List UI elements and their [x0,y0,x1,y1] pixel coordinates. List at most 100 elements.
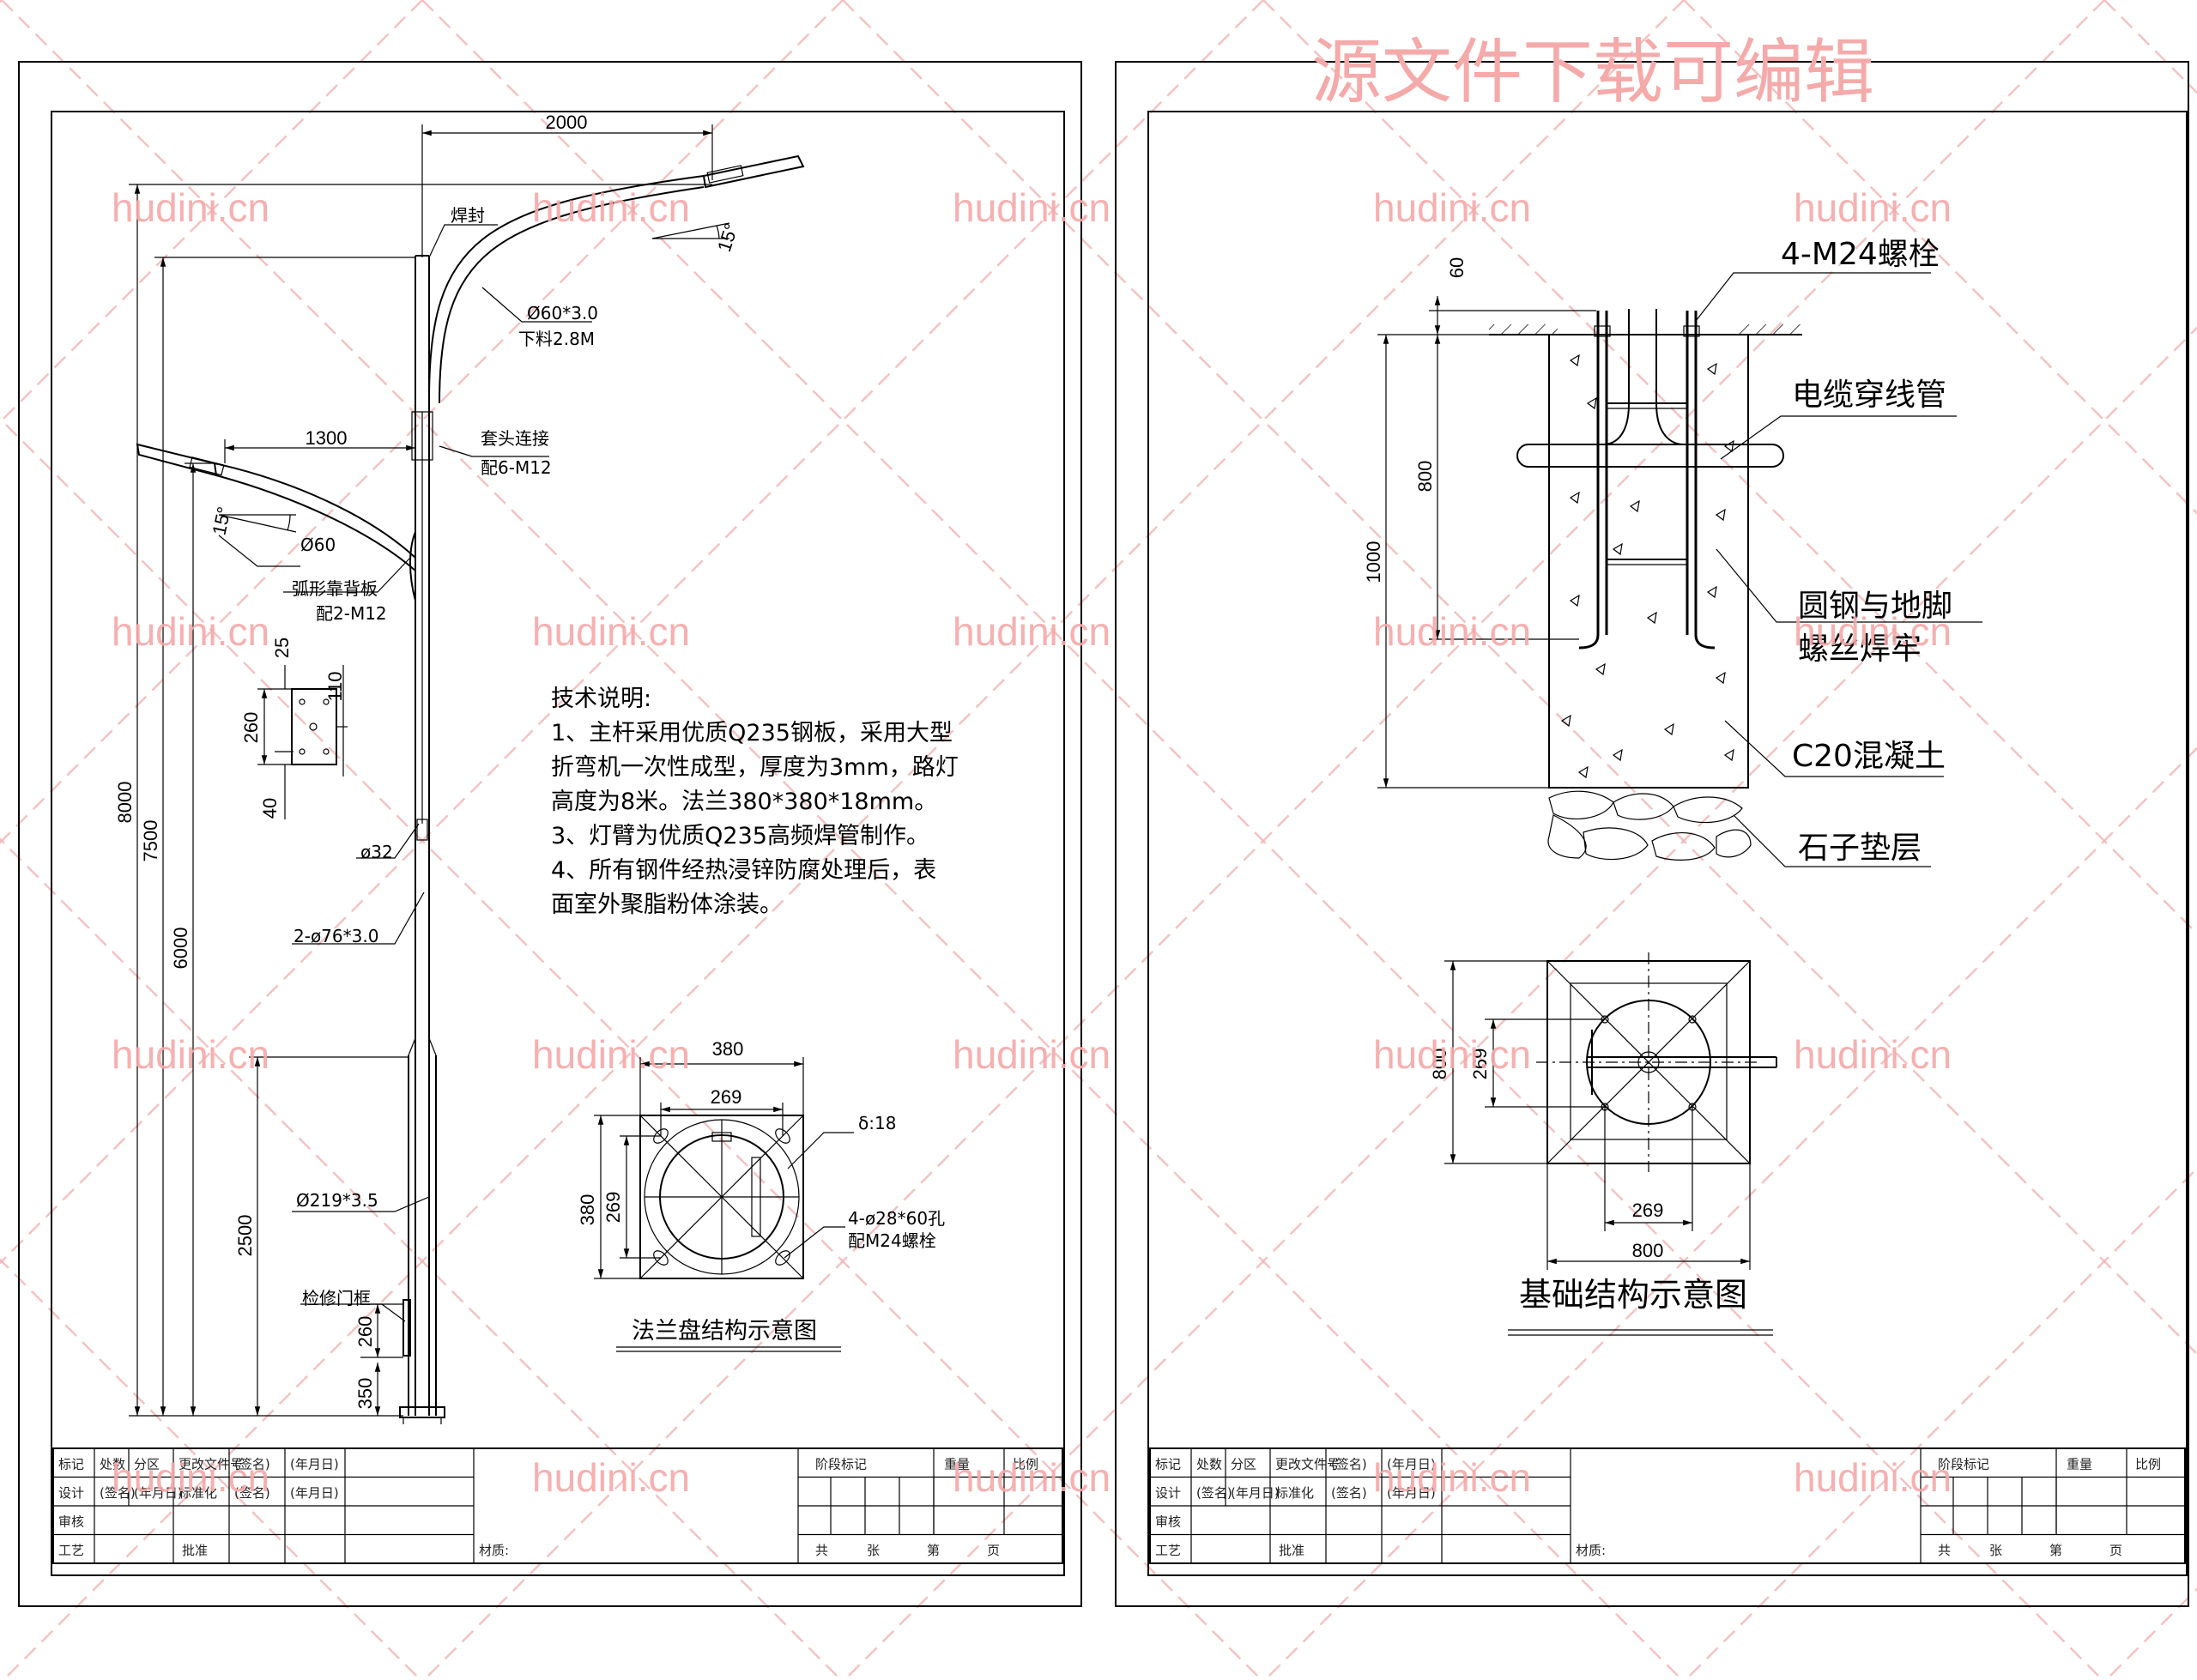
tb-header-cell: 更改文件号 [179,1457,243,1472]
angle-lower: 15° [208,505,234,537]
flange-thickness: δ:18 [858,1113,896,1133]
dim-800-depth: 800 [1414,461,1436,493]
plan-width-269: 269 [1632,1200,1664,1221]
flange-holes: 4-ø28*60孔 [848,1208,945,1229]
notes-line: 高度为8米。法兰380*380*18mm。 [551,789,938,815]
watermark-site-text: hudini.cn [1373,1032,1531,1077]
foundation-plan [1444,952,1777,1336]
tb-design-cell: 设计 [1155,1485,1181,1501]
title-block-right: 标记处数分区更改文件号(签名)(年月日)设计(签名)(年月日)标准化(签名)(年… [1149,1447,2186,1564]
tb-page-cell: 共 [815,1543,828,1558]
notes-line: 折弯机一次性成型，厚度为3mm，路灯 [551,754,959,781]
tb-weight: 重量 [944,1457,970,1472]
watermark-site-text: hudini.cn [112,185,269,230]
tb-header-cell: (签名) [1331,1457,1367,1472]
label-socket: 套头连接 [481,428,549,449]
label-cable-conduit: 电缆穿线管 [1792,378,1946,413]
tb-header-cell: 标记 [1155,1457,1181,1472]
tb-design-cell: (签名) [1196,1485,1232,1501]
watermark-site-text: hudini.cn [1373,609,1531,654]
label-lower-arm: Ø60 [300,535,336,555]
dim-height-8000: 8000 [114,782,136,824]
tb-header-cell: (签名) [234,1457,270,1472]
label-anchor-bolt: 4-M24螺栓 [1781,237,1940,272]
watermark-site-text: hudini.cn [112,1032,269,1077]
notes-line: 面室外聚脂粉体涂装。 [551,891,783,918]
dim-height-2500: 2500 [234,1215,256,1257]
label-arc-bolt: 配2-M12 [316,603,387,624]
watermark-site-text: hudini.cn [1794,1455,1952,1500]
notes-line: 1、主杆采用优质Q235钢板，采用大型 [551,720,953,746]
tb-design-cell: (年月日) [1387,1485,1436,1501]
dim-height-7500: 7500 [140,820,161,862]
tb-page-cell: 共 [1938,1543,1951,1558]
right-sheet-border [1115,61,2189,1607]
tb-stage: 阶段标记 [1938,1457,1989,1472]
watermark-site-text: hudini.cn [532,1455,690,1500]
label-weld-2: 螺丝焊牢 [1798,632,1922,667]
flange-width-inner: 269 [711,1086,742,1108]
watermark-site-text: hudini.cn [532,609,690,654]
notes-line: 4、所有钢件经热浸锌防腐处理后，表 [551,857,937,884]
watermark-site-text: hudini.cn [1794,185,1952,230]
watermark-site-text: hudini.cn [1794,609,1952,654]
pole-labels: 焊封 Ø60*3.0 下料2.8M 套头连接 配6-M12 Ø60 弧形靠背板 … [292,205,598,1308]
tb-material: 材质: [1576,1543,1606,1558]
dim-60: 60 [1446,257,1468,278]
tb-page-cell: 页 [2109,1543,2122,1558]
tb-page-cell: 第 [2049,1543,2062,1558]
label-cut-length: 下料2.8M [518,329,595,349]
pole-dimension-texts: 2000 1300 8000 7500 6000 2500 260 350 25… [114,112,742,1409]
technical-notes: 技术说明: 1、主杆采用优质Q235钢板，采用大型 折弯机一次性成型，厚度为3m… [551,682,1032,922]
label-arc-plate: 弧形靠背板 [292,578,378,599]
tb-header-cell: 更改文件号 [1275,1457,1340,1472]
tb-header-cell: 分区 [1231,1457,1256,1472]
dim-height-6000: 6000 [170,928,191,970]
label-socket-bolt: 配6-M12 [481,457,552,478]
watermark-site-text: hudini.cn [953,609,1111,654]
watermark-site-text: hudini.cn [953,1455,1111,1500]
tb-design-cell: 标准化 [1275,1485,1314,1501]
watermark-top-text: 源文件下载可编辑 [1311,32,1874,113]
flange-height-outer: 380 [577,1194,598,1226]
plan-height-800: 800 [1429,1048,1450,1080]
foundation-texts: 60 800 1000 4-M24螺栓 电缆穿线管 圆钢与地脚 螺丝焊牢 C20… [1363,237,1952,866]
notes-line: 3、灯臂为优质Q235高频焊管制作。 [551,823,929,849]
tb-weight: 重量 [2067,1457,2092,1472]
tb-page-cell: 页 [987,1543,1000,1558]
tb-review-cell: 审核 [58,1514,84,1530]
tb-header-cell: 标记 [58,1457,84,1472]
dim-base-350: 350 [354,1378,376,1410]
watermark-site-text: hudini.cn [1794,1032,1952,1077]
dim-plate-40: 40 [259,798,281,819]
label-gravel: 石子垫层 [1798,831,1922,866]
label-phi32: ø32 [360,842,393,862]
tb-design-cell: (年月日) [290,1485,339,1501]
tb-design-cell: (签名) [234,1485,270,1501]
pole-elevation [136,154,805,1424]
tb-header-cell: 分区 [134,1457,160,1472]
tb-approve-cell: 批准 [1279,1543,1304,1558]
pole-dimensions [129,124,730,1417]
dim-plate-110: 110 [324,671,346,701]
plan-height-269: 269 [1469,1048,1491,1080]
watermark-site-text: hudini.cn [1373,185,1531,230]
label-weld-1: 圆钢与地脚 [1798,589,1952,624]
watermark-site-text: hudini.cn [953,185,1111,230]
dim-plate-260: 260 [240,712,262,744]
label-door: 检修门框 [302,1288,371,1308]
tb-design-cell: (签名) [100,1485,136,1501]
plan-width-800: 800 [1632,1240,1664,1261]
foundation-section [1377,272,1982,867]
watermark-site-text: hudini.cn [112,1455,269,1500]
flange-width-outer: 380 [712,1038,744,1060]
tb-page-cell: 第 [927,1543,940,1558]
notes-line: 技术说明: [551,686,652,712]
flange-texts: 380 269 380 269 δ:18 4-ø28*60孔 配M24螺栓 法兰… [577,1038,945,1345]
tb-design-cell: (年月日) [1231,1485,1280,1501]
tb-page-cell: 张 [1989,1543,2002,1558]
dim-1000-depth: 1000 [1363,541,1384,583]
tb-process-cell: 工艺 [1155,1543,1181,1558]
label-weld: 焊封 [451,205,485,226]
